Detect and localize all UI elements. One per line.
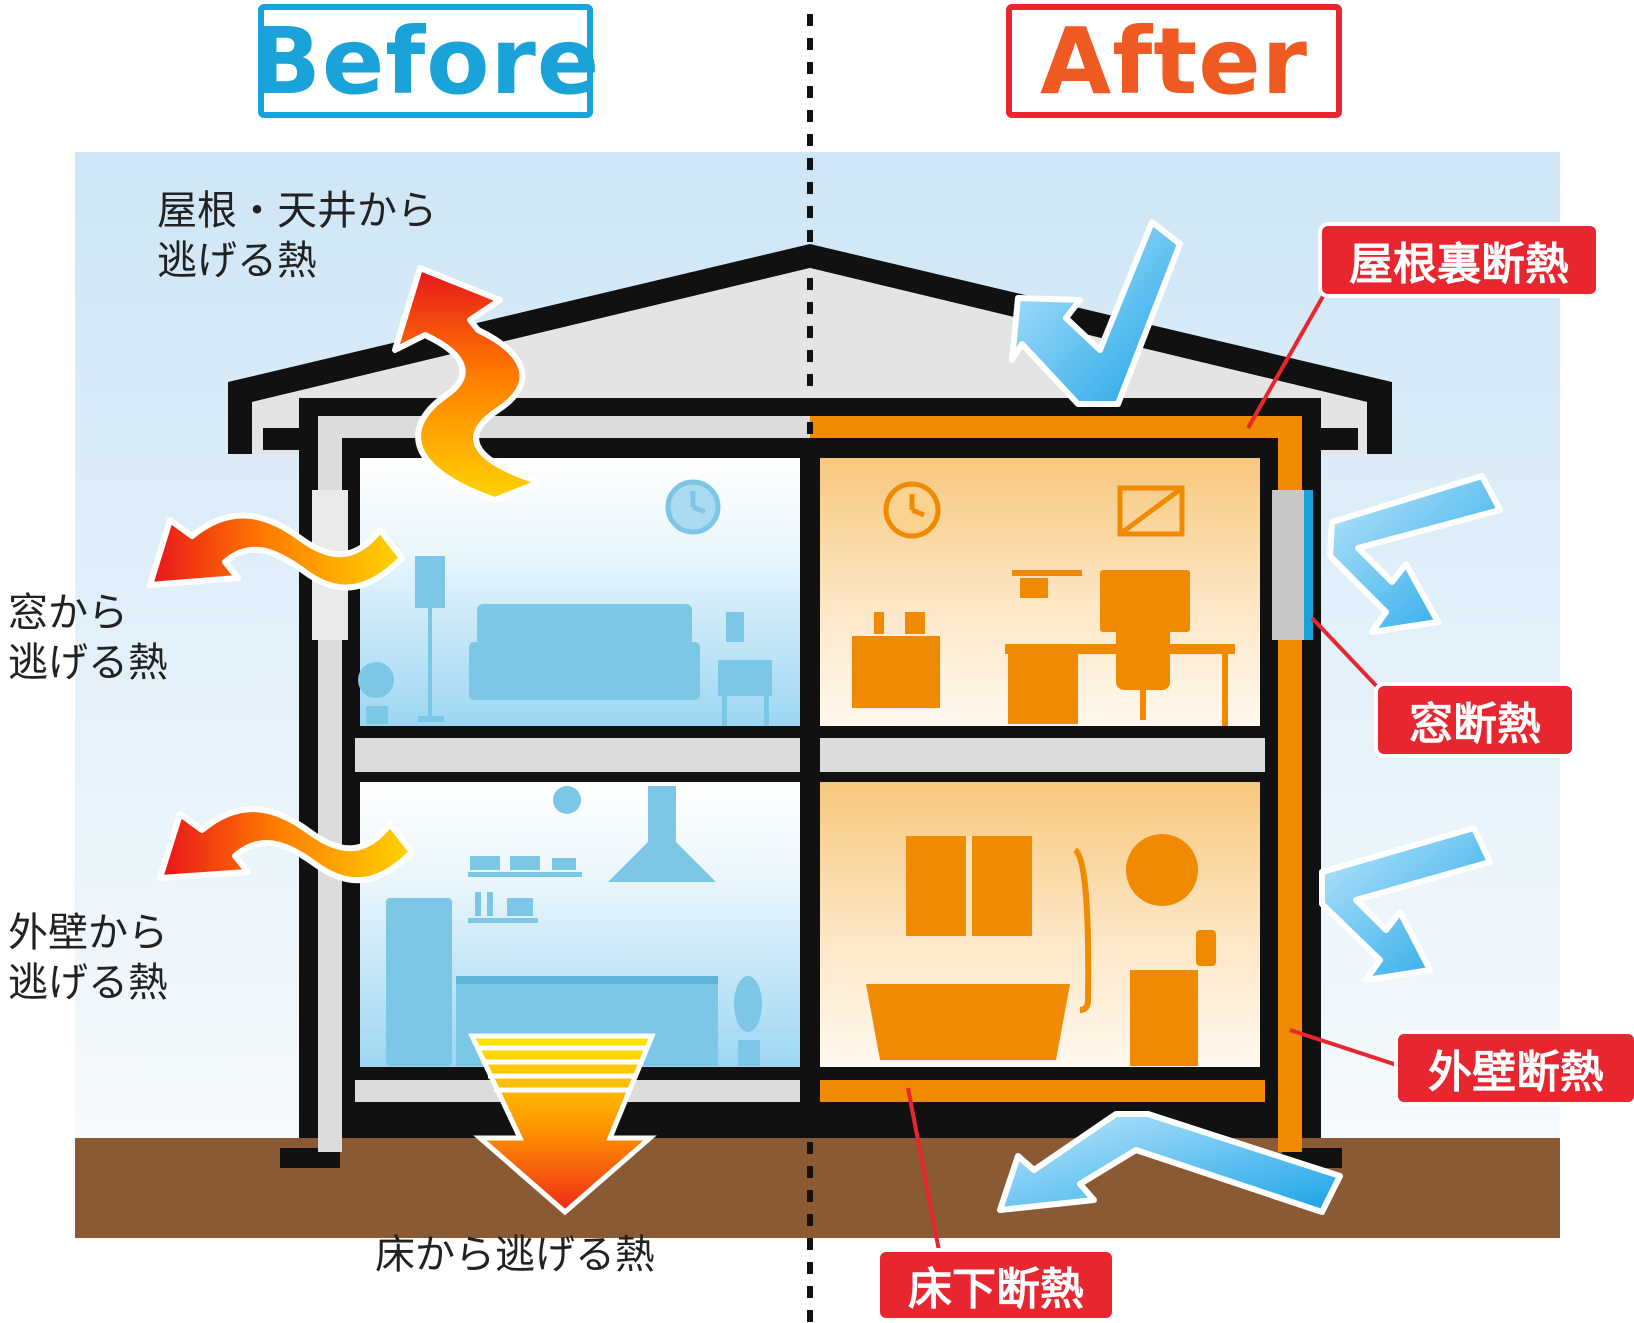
cool-arrow-wall xyxy=(1319,825,1493,983)
label-floor-heat: 床から逃げる熱 xyxy=(375,1232,655,1278)
left-top-wall xyxy=(318,416,810,438)
leader-window xyxy=(1310,616,1387,697)
heat-arrow-window xyxy=(147,512,405,591)
label-wall-heat: 外壁から 逃げる熱 xyxy=(8,908,168,1008)
bathtub-icon xyxy=(866,984,1070,1060)
after-header: After xyxy=(1006,4,1342,118)
heat-arrow-wall xyxy=(157,806,415,884)
sink-cabinet-icon xyxy=(1130,930,1216,1066)
cool-arrow-window xyxy=(1327,473,1503,635)
bath-window-icon xyxy=(906,836,1032,936)
tag-roof-insulation: 屋根裏断熱 xyxy=(1322,226,1596,294)
pendant-light-icon xyxy=(553,786,581,814)
label-roof-heat: 屋根・天井から 逃げる熱 xyxy=(157,186,437,286)
label-wall-line1: 外壁から xyxy=(8,910,168,956)
label-window-line2: 逃げる熱 xyxy=(8,640,168,686)
office-chair-icon xyxy=(1116,624,1170,720)
before-header: Before xyxy=(251,4,599,118)
bed-icon xyxy=(469,604,700,700)
monitor-icon xyxy=(1100,570,1190,632)
kitchen-shelf-icon xyxy=(468,856,582,923)
left-wall-base xyxy=(318,1102,342,1152)
foundation-left xyxy=(280,1148,340,1168)
tag-wall-insulation: 外壁断熱 xyxy=(1398,1034,1634,1102)
mid-floor-right xyxy=(820,738,1265,772)
label-roof-line2: 逃げる熱 xyxy=(157,238,317,284)
plant-icon xyxy=(358,662,394,724)
cool-arrow-floor xyxy=(997,1111,1343,1215)
cool-arrow-roof xyxy=(1009,219,1183,407)
right-window-glass xyxy=(1304,490,1313,640)
clock-icon xyxy=(665,479,721,535)
leader-roof xyxy=(1246,283,1332,429)
leader-floor xyxy=(906,1087,942,1257)
range-hood-icon xyxy=(608,786,716,882)
mid-floor-left xyxy=(355,738,800,772)
heat-arrow-roof xyxy=(392,265,543,503)
right-window-frame xyxy=(1272,490,1308,640)
label-window-line1: 窓から xyxy=(8,590,128,636)
round-mirror-icon xyxy=(1126,834,1198,906)
clock-icon-warm xyxy=(883,481,941,539)
wall-picture-icon xyxy=(1117,485,1185,537)
shower-icon xyxy=(1072,847,1092,1013)
label-wall-line2: 逃げる熱 xyxy=(8,960,168,1006)
potted-plant-icon xyxy=(734,976,762,1066)
label-window-heat: 窓から 逃げる熱 xyxy=(8,588,168,688)
tag-floor-insulation: 床下断熱 xyxy=(880,1252,1112,1318)
top-insulation xyxy=(810,416,1302,438)
tag-window-insulation: 窓断熱 xyxy=(1378,686,1572,754)
right-wall-base xyxy=(1278,1102,1302,1152)
floor-lamp-icon xyxy=(415,556,445,722)
dresser-icon xyxy=(852,612,940,708)
label-roof-line1: 屋根・天井から xyxy=(157,188,437,234)
leader-wall xyxy=(1289,1028,1401,1068)
refrigerator-icon xyxy=(386,898,452,1066)
nightstand-icon xyxy=(718,612,772,726)
bottom-floor-right xyxy=(820,1080,1265,1102)
heat-arrow-floor xyxy=(468,1033,657,1216)
